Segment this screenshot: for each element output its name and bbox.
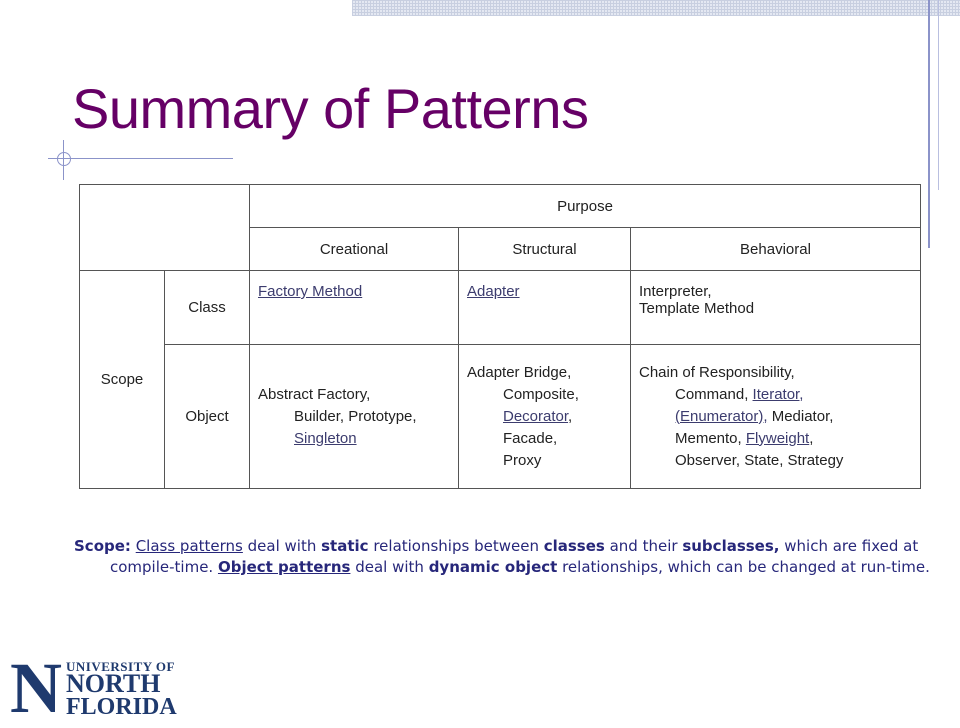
singleton-line: Singleton bbox=[258, 428, 450, 450]
adapter-bridge-text: Adapter Bridge, bbox=[467, 363, 572, 381]
enumerator-link[interactable]: (Enumerator), bbox=[675, 407, 768, 425]
logo-university-of: UNIVERSITY OF bbox=[66, 659, 175, 674]
enumerator-mediator-line: (Enumerator), Mediator, bbox=[639, 406, 912, 428]
purpose-header: Purpose bbox=[249, 184, 921, 228]
table-row: Object Abstract Factory, Builder, Protot… bbox=[80, 344, 921, 489]
empty-corner-cell bbox=[79, 184, 250, 271]
proxy-text: Proxy bbox=[503, 451, 542, 469]
command-iterator-line: Command, Iterator, bbox=[639, 384, 912, 406]
facade-text: Facade, bbox=[503, 429, 558, 447]
object-patterns-term: Object patterns bbox=[217, 558, 351, 576]
composite-text: Composite, bbox=[503, 385, 579, 403]
interpreter-text: Interpreter, bbox=[639, 283, 712, 300]
subclasses-term: subclasses, bbox=[682, 537, 780, 555]
note-text: relationships, which can be changed at r… bbox=[557, 558, 930, 576]
table-row: Scope Class Factory Method Adapter Inter… bbox=[79, 270, 921, 489]
table-row: Creational Structural Behavioral bbox=[80, 227, 921, 271]
structural-header: Structural bbox=[458, 227, 631, 271]
table-row: Purpose bbox=[79, 184, 921, 271]
class-creational-cell: Factory Method bbox=[249, 270, 459, 345]
note-text: and their bbox=[604, 537, 683, 555]
logo-north: NORTH bbox=[66, 669, 161, 698]
creational-header: Creational bbox=[249, 227, 459, 271]
behavioral-header: Behavioral bbox=[630, 227, 921, 271]
title-underline-decoration bbox=[48, 158, 233, 159]
object-row-header: Object bbox=[164, 344, 250, 489]
singleton-link[interactable]: Singleton bbox=[294, 429, 357, 447]
memento-text: Memento, bbox=[675, 429, 746, 447]
mediator-text: Mediator, bbox=[767, 407, 834, 425]
logo-big-letter: N bbox=[10, 648, 62, 728]
logo-florida: FLORIDA bbox=[66, 694, 177, 720]
class-structural-cell: Adapter bbox=[458, 270, 631, 345]
note-text: relationships between bbox=[368, 537, 544, 555]
abstract-factory-text: Abstract Factory, bbox=[258, 385, 371, 403]
factory-method-link[interactable]: Factory Method bbox=[258, 283, 363, 300]
decorator-link[interactable]: Decorator bbox=[503, 407, 569, 425]
decorator-comma: , bbox=[568, 407, 573, 425]
decorator-line: Decorator, bbox=[467, 406, 622, 428]
scope-header: Scope bbox=[79, 270, 165, 489]
adapter-link[interactable]: Adapter bbox=[467, 283, 520, 300]
builder-prototype-text: Builder, Prototype, bbox=[294, 407, 417, 425]
unf-logo: N UNIVERSITY OF NORTH FLORIDA bbox=[8, 652, 178, 724]
patterns-summary-table: Purpose Creational Structural Behavioral… bbox=[79, 184, 921, 489]
chain-of-responsibility-text: Chain of Responsibility, bbox=[639, 363, 795, 381]
corner-grid-decoration bbox=[352, 0, 960, 16]
scope-label: Scope: bbox=[74, 537, 131, 555]
scope-explanation: Scope: Class patterns deal with static r… bbox=[74, 536, 960, 578]
note-text: deal with bbox=[350, 558, 429, 576]
static-term: static bbox=[321, 537, 369, 555]
title-crosshair-ring bbox=[57, 152, 71, 166]
command-text: Command, bbox=[675, 385, 753, 403]
class-row-header: Class bbox=[164, 270, 250, 345]
template-method-text: Template Method bbox=[639, 300, 755, 317]
class-patterns-term: Class patterns bbox=[135, 537, 243, 555]
note-text: which are fixed at compile-time. bbox=[110, 537, 919, 576]
object-structural-cell: Adapter Bridge, Composite, Decorator, Fa… bbox=[458, 344, 631, 489]
object-creational-cell: Abstract Factory, Builder, Prototype, Si… bbox=[249, 344, 459, 489]
dynamic-object-term: dynamic object bbox=[428, 558, 558, 576]
observer-state-strategy-text: Observer, State, Strategy bbox=[675, 451, 844, 469]
right-accent-line bbox=[928, 0, 930, 248]
right-accent-line-thin bbox=[938, 0, 939, 190]
object-behavioral-cell: Chain of Responsibility, Command, Iterat… bbox=[630, 344, 921, 489]
iterator-link[interactable]: Iterator, bbox=[752, 385, 804, 403]
flyweight-link[interactable]: Flyweight bbox=[745, 429, 810, 447]
class-behavioral-cell: Interpreter, Template Method bbox=[630, 270, 921, 345]
note-text: deal with bbox=[242, 537, 322, 555]
flyweight-comma: , bbox=[809, 429, 814, 447]
classes-term: classes bbox=[543, 537, 605, 555]
slide-title: Summary of Patterns bbox=[72, 77, 589, 140]
memento-flyweight-line: Memento, Flyweight, bbox=[639, 428, 912, 450]
